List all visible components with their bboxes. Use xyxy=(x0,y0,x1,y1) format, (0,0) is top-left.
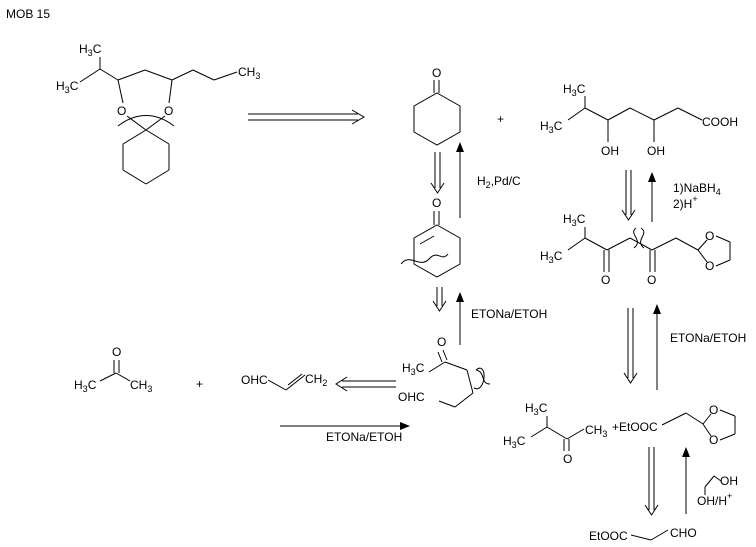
cyclohexanone-o: O xyxy=(432,66,441,80)
retro-arrow-down-4 xyxy=(623,308,638,384)
forward-arrow-up-3 xyxy=(648,172,656,222)
ketone-ch3: CH3 xyxy=(585,423,607,439)
reagent-base-1: ETONa/ETOH xyxy=(471,307,547,321)
diketone-o-1: O xyxy=(601,273,610,287)
target-h3c-left: H3C xyxy=(56,79,79,95)
diol-acid-oh-1: OH xyxy=(601,144,619,158)
retro-arrow-down-3 xyxy=(621,170,636,221)
reagent-base-3: ETONa/ETOH xyxy=(670,331,746,345)
keto-aldehyde-h3c: H3C xyxy=(402,361,425,377)
glycol-oh-2: OH/H+ xyxy=(697,491,732,508)
cyclohexanone: O xyxy=(413,66,461,146)
aldehyde-ester: EtOOC CHO xyxy=(589,526,697,543)
glycol-oh-1: OH xyxy=(720,474,738,488)
retro-arrow-down-5 xyxy=(644,447,659,516)
forward-arrow-up-2 xyxy=(456,292,464,345)
forward-arrow-up-1 xyxy=(456,142,464,218)
scheme-title: MOB 15 xyxy=(6,7,50,21)
keto-aldehyde-ohc: OHC xyxy=(398,390,425,404)
ketone-o: O xyxy=(563,452,572,466)
forward-arrow-up-4 xyxy=(653,304,661,390)
acrolein-ch2: CH2 xyxy=(305,372,327,388)
acrolein: OHC CH2 xyxy=(241,372,327,391)
diol-acid: H3C H3C OH OH COOH xyxy=(540,82,738,158)
aldehyde-ester-etooc: EtOOC xyxy=(589,529,628,543)
diketone-h3c-top: H3C xyxy=(563,212,586,228)
retro-arrow-right xyxy=(248,109,365,125)
retro-arrow-down-1 xyxy=(430,152,445,194)
diol-acid-h3c-top: H3C xyxy=(563,82,586,98)
reagent-reduction-2: 2)H+ xyxy=(673,194,698,211)
forward-arrow-right xyxy=(280,422,410,430)
diketone-o-4: O xyxy=(705,259,714,273)
reagent-hydrogenation: H2,Pd/C xyxy=(477,174,521,190)
ester-etooc: +EtOOC xyxy=(612,420,658,434)
target-o-left: O xyxy=(117,104,126,118)
plus-sign-2: + xyxy=(196,377,203,391)
retro-arrow-down-2 xyxy=(432,287,447,312)
diketone-acetal: H3C H3C O O O O xyxy=(540,212,731,287)
target-molecule: H3C H3C CH3 O O xyxy=(56,42,260,185)
target-o-right: O xyxy=(164,104,173,118)
reagent-base-2: ETONa/ETOH xyxy=(326,430,402,444)
retro-arrow-left xyxy=(335,376,396,392)
ethylene-glycol: OH OH/H+ xyxy=(697,474,738,508)
target-h3c-top: H3C xyxy=(79,42,102,58)
keto-aldehyde-o: O xyxy=(437,335,446,349)
diol-acid-cooh: COOH xyxy=(702,115,738,129)
ester-acetal-o-2: O xyxy=(709,433,718,447)
acrolein-ohc: OHC xyxy=(241,373,268,387)
diketone-o-3: O xyxy=(705,229,714,243)
acetone-o: O xyxy=(112,345,121,359)
target-ch3: CH3 xyxy=(238,65,260,81)
cyclohexenone: O xyxy=(400,196,461,278)
enone-o: O xyxy=(432,196,441,210)
keto-aldehyde: O H3C OHC xyxy=(398,335,491,408)
reagent-reduction-1: 1)NaBH4 xyxy=(673,181,721,197)
aldehyde-ester-cho: CHO xyxy=(670,526,697,540)
ketone-h3c-left: H3C xyxy=(503,434,526,450)
diketone-h3c-left: H3C xyxy=(540,249,563,265)
diol-acid-oh-2: OH xyxy=(647,144,665,158)
acetone-ch3: CH3 xyxy=(130,378,152,394)
diol-acid-h3c-left: H3C xyxy=(540,119,563,135)
plus-sign-1: + xyxy=(497,112,504,126)
acetone: O H3C CH3 xyxy=(74,345,152,394)
acetone-h3c: H3C xyxy=(74,378,97,394)
ketone-h3c-top: H3C xyxy=(525,401,548,417)
methyl-ketone-ester: H3C H3C O CH3 +EtOOC O O xyxy=(503,401,736,466)
diketone-o-2: O xyxy=(647,273,656,287)
ester-acetal-o-1: O xyxy=(709,403,718,417)
forward-arrow-up-5 xyxy=(682,447,690,514)
